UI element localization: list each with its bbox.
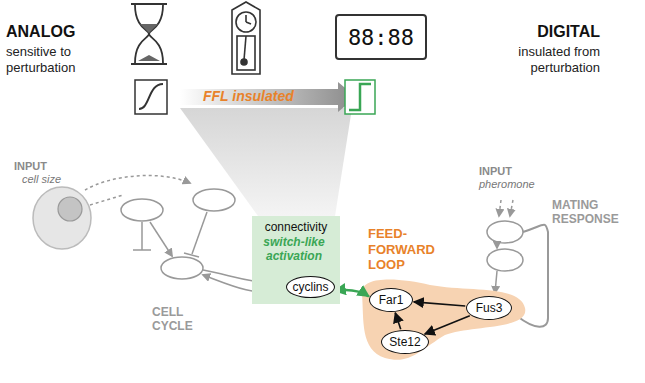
module-label: MATING RESPONSE [552, 198, 642, 227]
regulation-arrow [395, 313, 400, 329]
protein-node: Far1 [369, 288, 413, 312]
module-label: FEED-FORWARD LOOP [368, 226, 450, 273]
node-text: Ste12 [382, 335, 428, 349]
input-text: pheromone [479, 178, 535, 191]
hourglass-icon [131, 4, 167, 64]
cyclins-node: cyclins [286, 276, 335, 298]
step-curve [349, 84, 371, 110]
node-subtext: switch-like activation [255, 236, 333, 264]
digital-display: 88:88 [335, 14, 427, 60]
heading: ANALOG [6, 22, 75, 41]
regulation-arrow [414, 302, 466, 306]
node-text: cyclins [287, 280, 334, 294]
clock-icon [232, 2, 260, 74]
funnel [180, 108, 352, 216]
arrow-label: FFL insulated [203, 88, 294, 105]
caption: sensitive to perturbation [6, 44, 116, 75]
input-text: cell size [22, 173, 61, 186]
regulation-arrow [425, 316, 470, 334]
node-text: connectivity [255, 220, 337, 234]
input-label: INPUT [14, 160, 47, 173]
cell-icon [33, 187, 91, 249]
node-text: 88:88 [337, 25, 425, 50]
step-box [345, 80, 375, 114]
ffl-blob [362, 280, 525, 360]
gray-arrow [180, 82, 356, 112]
node-text: Fus3 [467, 301, 511, 315]
module-label: CELL CYCLE [152, 305, 212, 334]
heading: DIGITAL [537, 22, 600, 41]
protein-node: Ste12 [381, 330, 429, 354]
sigmoid-curve [139, 84, 163, 109]
caption: insulated from perturbation [478, 44, 600, 75]
sigmoid-box [135, 80, 167, 114]
protein-node: Fus3 [466, 296, 512, 320]
node-text: Far1 [370, 293, 412, 307]
input-label: INPUT [479, 165, 512, 178]
connectivity-box: connectivity switch-like activation cyclin… [252, 216, 340, 304]
